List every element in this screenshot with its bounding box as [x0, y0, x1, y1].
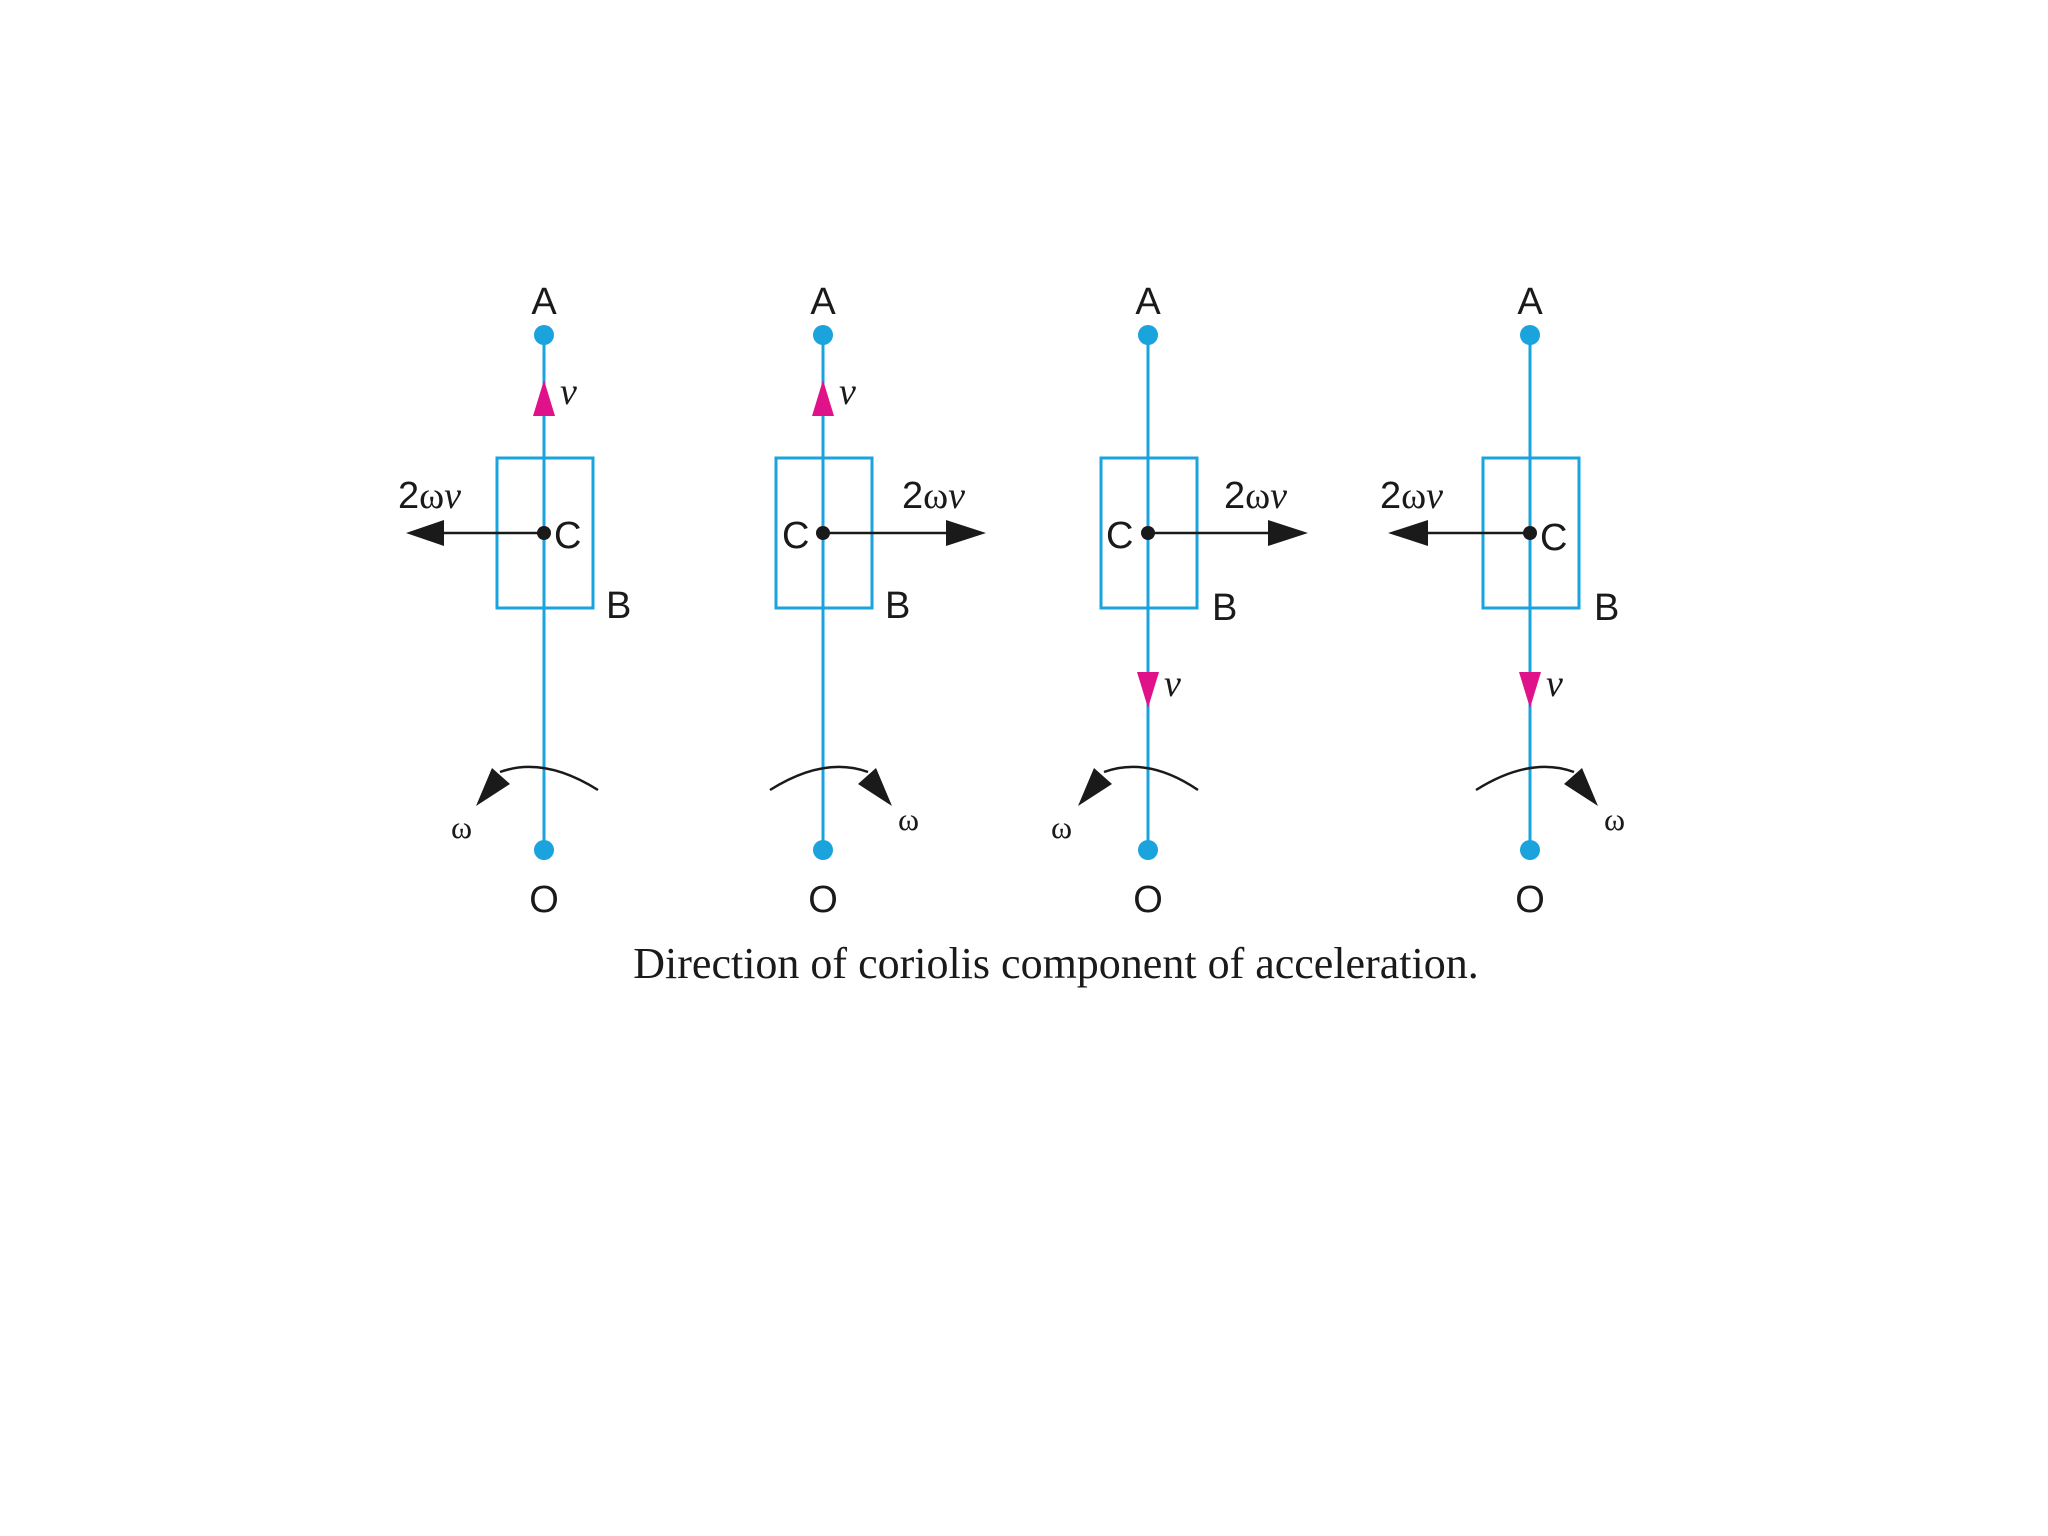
point-o [1138, 840, 1158, 860]
point-a [534, 325, 554, 345]
panel-4: A O B v C 2ωv ω [1380, 281, 1625, 921]
label-b: B [1212, 587, 1237, 629]
velocity-arrow [812, 380, 834, 416]
label-b: B [885, 585, 910, 627]
point-o [534, 840, 554, 860]
velocity-label: v [1164, 663, 1181, 705]
label-b: B [1594, 587, 1619, 629]
velocity-label: v [1546, 663, 1563, 705]
center-point [1141, 526, 1155, 540]
point-a [813, 325, 833, 345]
coriolis-label: 2ωv [1224, 475, 1287, 517]
label-a: A [1135, 281, 1161, 323]
label-o: O [1515, 879, 1545, 921]
label-o: O [808, 879, 838, 921]
rotation-arrow-head [1564, 768, 1598, 806]
panel-2: A O B v C 2ωv ω [769, 281, 986, 921]
point-o [1520, 840, 1540, 860]
center-point [1523, 526, 1537, 540]
rotation-arc [1103, 765, 1199, 792]
label-o: O [529, 879, 559, 921]
coriolis-label: 2ωv [398, 475, 461, 517]
point-a [1520, 325, 1540, 345]
label-c: C [554, 515, 581, 557]
velocity-label: v [560, 371, 577, 413]
rotation-arc [499, 765, 599, 792]
label-a: A [1517, 281, 1543, 323]
center-point [816, 526, 830, 540]
point-a [1138, 325, 1158, 345]
figure-caption: Direction of coriolis component of accel… [633, 939, 1478, 988]
label-o: O [1133, 879, 1163, 921]
rotation-arrow-head [476, 768, 510, 806]
panel-3: A O B v C 2ωv ω [1051, 281, 1308, 921]
coriolis-arrow-head [1268, 520, 1308, 546]
label-a: A [810, 281, 836, 323]
velocity-label: v [839, 371, 856, 413]
velocity-arrow [533, 380, 555, 416]
coriolis-arrow-head [946, 520, 986, 546]
rotation-arc [769, 765, 869, 792]
label-c: C [782, 515, 809, 557]
omega-label: ω [1604, 801, 1625, 837]
label-c: C [1106, 515, 1133, 557]
omega-label: ω [451, 809, 472, 845]
velocity-arrow [1519, 672, 1541, 708]
coriolis-label: 2ωv [1380, 475, 1443, 517]
coriolis-label: 2ωv [902, 475, 965, 517]
label-a: A [531, 281, 557, 323]
label-b: B [606, 585, 631, 627]
panel-1: A O B v C 2ωv ω [398, 281, 631, 921]
point-o [813, 840, 833, 860]
coriolis-arrow-head [1388, 520, 1428, 546]
omega-label: ω [898, 801, 919, 837]
rotation-arrow-head [1078, 768, 1112, 806]
coriolis-arrow-head [406, 520, 444, 546]
omega-label: ω [1051, 809, 1072, 845]
rotation-arc [1475, 765, 1575, 792]
center-point [537, 526, 551, 540]
rotation-arrow-head [858, 768, 892, 806]
label-c: C [1540, 517, 1567, 559]
velocity-arrow [1137, 672, 1159, 708]
